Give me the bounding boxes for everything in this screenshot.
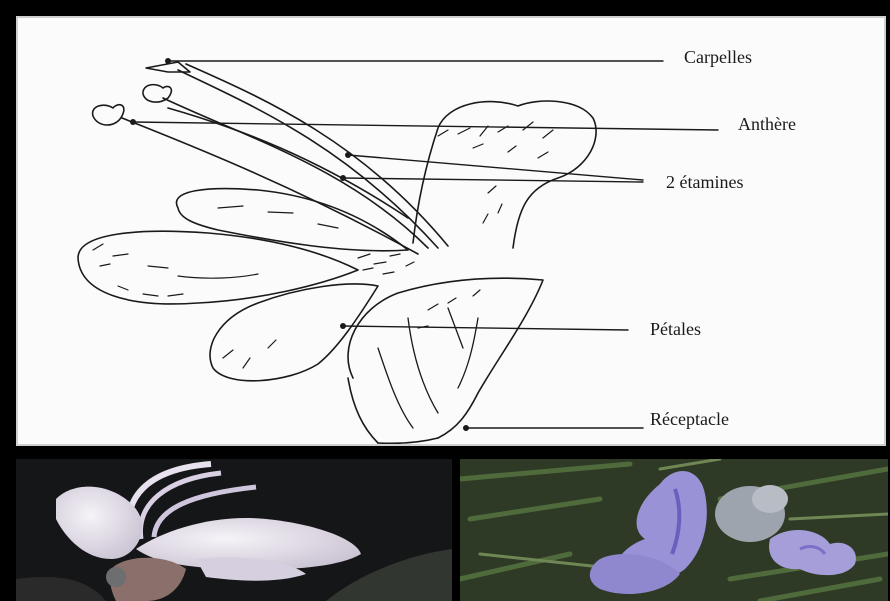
lower-lip-left-lobe [78,231,358,304]
calyx-base [378,438,438,443]
flower-closeup-illustration [16,459,452,601]
label-anthere: Anthère [738,115,796,133]
etamine-leader-2 [343,178,643,182]
upper-lip-petal [413,101,596,248]
flower-diagram: Carpelles Anthère 2 étamines Pétales Réc… [16,16,886,446]
flowers-on-branch-illustration [460,459,888,601]
flower-drawing [18,18,886,446]
calyx [348,278,543,438]
style-line-2 [186,64,448,246]
etamine-leader-1 [348,155,643,180]
label-receptacle: Réceptacle [650,410,729,428]
photo-flowers-on-branch [460,459,888,601]
anther-1 [93,105,124,125]
stigma-shape [146,62,190,72]
label-carpelles: Carpelles [684,48,752,66]
label-etamines: 2 étamines [666,173,743,191]
petales-leader [343,326,628,330]
calyx-base-left [348,378,378,443]
photo-flower-closeup [16,459,452,601]
lateral-petal [176,189,408,251]
label-petales: Pétales [650,320,701,338]
